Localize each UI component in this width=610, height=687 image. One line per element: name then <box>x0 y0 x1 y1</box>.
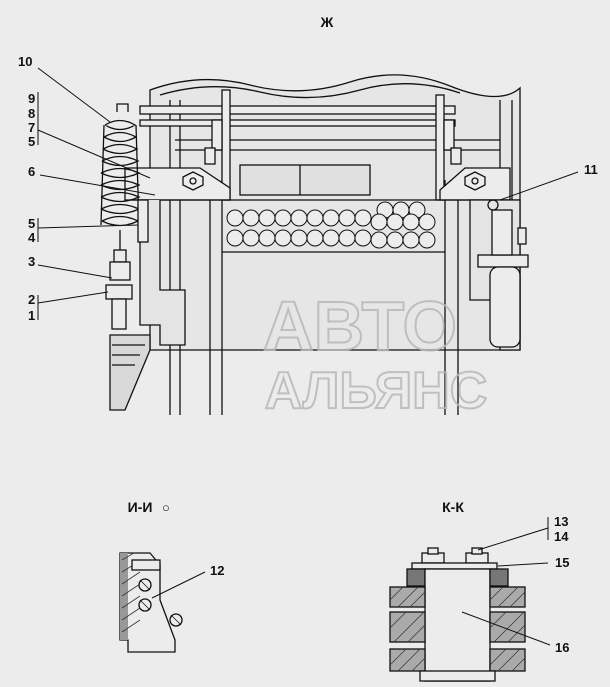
callout-11: 11 <box>584 162 598 177</box>
callout-9: 9 <box>28 91 35 106</box>
callout-10: 10 <box>18 54 32 69</box>
left-bracket <box>124 167 231 201</box>
left-nut <box>182 171 204 191</box>
callout-7: 7 <box>28 120 35 135</box>
callout-3: 3 <box>28 254 35 269</box>
callout-12: 12 <box>210 563 224 578</box>
right-nut <box>464 171 486 191</box>
callout-5-upper: 5 <box>28 134 35 149</box>
view-title-section-k: К-К <box>442 499 464 515</box>
callout-1: 1 <box>28 308 35 323</box>
section-i <box>119 552 206 653</box>
callout-5-lower: 5 <box>28 216 35 231</box>
section-i-circle-mark: ○ <box>162 500 170 515</box>
spring-assembly <box>100 103 149 330</box>
callout-4: 4 <box>28 230 36 245</box>
section-k <box>389 527 551 682</box>
view-title-section-i: И-И <box>128 499 153 515</box>
callout-8: 8 <box>28 106 35 121</box>
watermark-line2: АЛЬЯНС <box>265 362 488 420</box>
callout-15: 15 <box>555 555 569 570</box>
rod-bundle <box>226 201 436 249</box>
callout-13: 13 <box>554 514 568 529</box>
callout-2: 2 <box>28 292 35 307</box>
callout-6: 6 <box>28 164 35 179</box>
view-title-main: Ж <box>320 14 334 30</box>
leader-lines <box>37 67 579 540</box>
callout-14: 14 <box>554 529 569 544</box>
watermark-line1: АВТО <box>263 287 457 365</box>
callout-16: 16 <box>555 640 569 655</box>
callouts: 10 9 8 7 5 6 5 4 3 2 1 11 12 13 14 15 16 <box>18 54 598 655</box>
section-k-shaft <box>424 568 491 682</box>
watermark: АВТО АЛЬЯНС <box>262 286 488 421</box>
